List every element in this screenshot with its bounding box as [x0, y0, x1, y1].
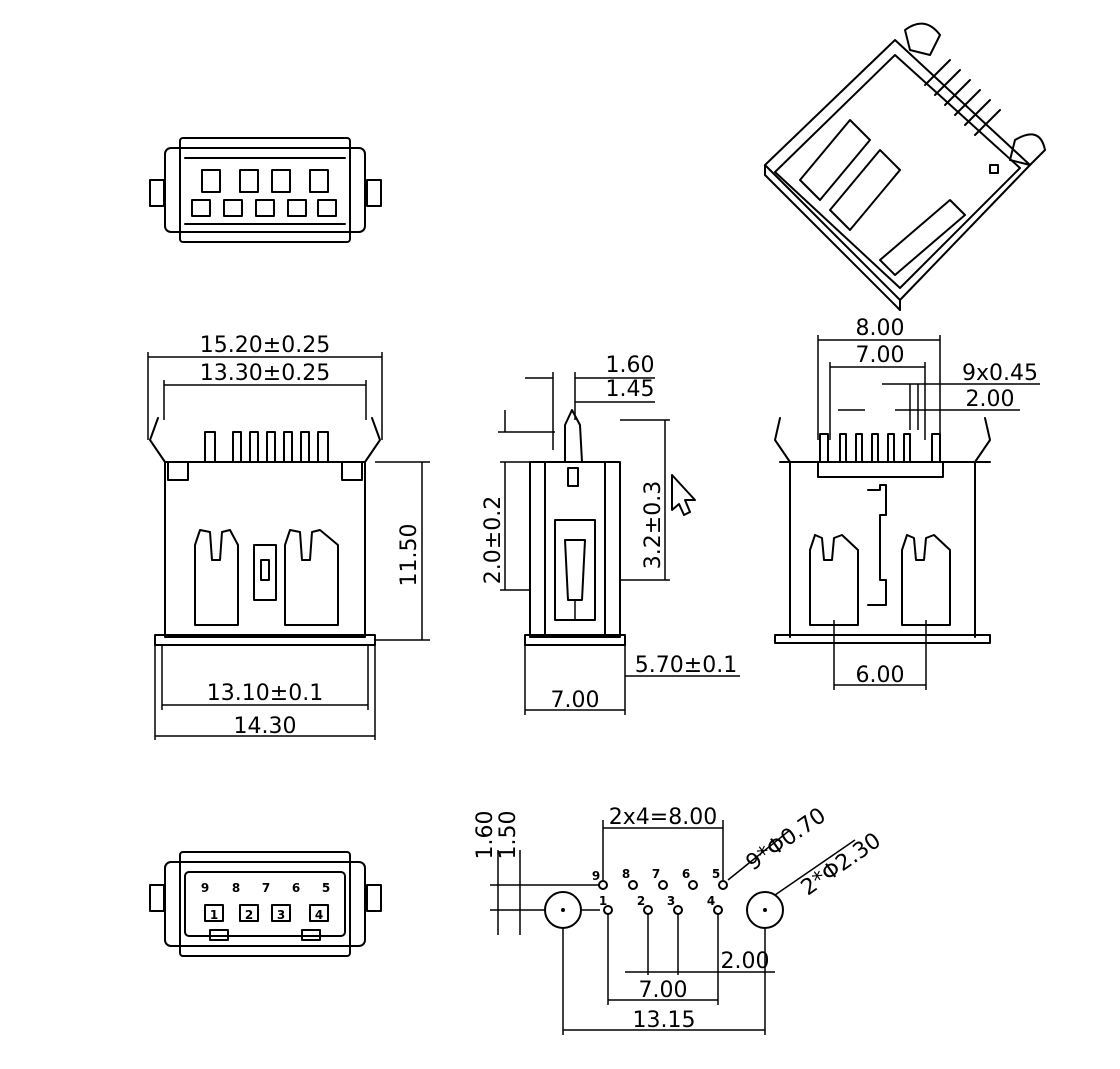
dim-pin-span: 13.30±0.25	[200, 361, 330, 386]
dim-mount-span: 13.15	[633, 1008, 696, 1033]
pin-label-8: 8	[232, 881, 240, 895]
dim-offset: 2.0±0.2	[481, 496, 506, 584]
pin-label-9: 9	[201, 881, 209, 895]
side-view-right: 8.00 7.00 9x0.45 2.00	[774, 316, 1040, 690]
front-view-bottom: 9 8 7 6 5 1 2 3 4	[149, 851, 382, 957]
dim-base-outer: 14.30	[234, 714, 297, 739]
dim-row-offset-b: 1.50	[496, 811, 521, 860]
dim-overall-width: 15.20±0.25	[200, 333, 330, 358]
dim-inner-pitch: 7.00	[856, 343, 905, 368]
fp-pin-3: 3	[667, 894, 675, 908]
dim-tip-inner: 1.45	[606, 377, 655, 402]
pin-label-7: 7	[262, 881, 270, 895]
dim-base-inner: 13.10±0.1	[207, 681, 323, 706]
pin-label-4: 4	[315, 908, 323, 922]
fp-pin-9: 9	[592, 869, 600, 883]
dim-row-offset-a: 1.60	[473, 811, 498, 860]
fp-pin-4: 4	[707, 894, 715, 908]
dim-base-width: 7.00	[551, 688, 600, 713]
pin-label-2: 2	[245, 908, 253, 922]
dim-mount-holes: 2*Φ2.30	[797, 828, 886, 901]
fp-pin-5: 5	[712, 867, 720, 881]
dim-pin-pitch-total: 2x4=8.00	[609, 805, 717, 830]
dim-outer-pitch: 8.00	[856, 316, 905, 341]
dim-height: 11.50	[397, 524, 422, 587]
dim-pin-dia: 9x0.45	[962, 361, 1038, 386]
dim-leg-height: 3.2±0.3	[641, 481, 666, 569]
side-view-left: 15.20±0.25 13.30±0.25 11.50 13.10±0.1	[147, 333, 430, 740]
pin-label-1: 1	[210, 908, 218, 922]
dim-leg-spacing: 6.00	[856, 663, 905, 688]
pin-label-3: 3	[277, 908, 285, 922]
fp-pin-8: 8	[622, 867, 630, 881]
isometric-view	[764, 22, 1046, 311]
cursor-icon	[671, 474, 696, 516]
side-view-middle: 1.60 1.45 2.0±0.2 3.2±0.3 5.70±0.1	[481, 353, 740, 715]
pcb-footprint: 1.60 1.50 2x4=8.00 9*Φ0.70 2*Φ2.30 9 8 7…	[473, 803, 886, 1035]
pin-label-6: 6	[292, 881, 300, 895]
dim-fp-pitch: 2.00	[721, 949, 770, 974]
fp-pin-2: 2	[637, 894, 645, 908]
fp-pin-6: 6	[682, 867, 690, 881]
dim-fp-inner-span: 7.00	[639, 978, 688, 1003]
dim-tip-width: 1.60	[606, 353, 655, 378]
front-view-top	[149, 137, 382, 243]
dim-pitch: 2.00	[966, 387, 1015, 412]
fp-pin-1: 1	[599, 894, 607, 908]
dim-base-height: 5.70±0.1	[635, 653, 737, 678]
pin-label-5: 5	[322, 881, 330, 895]
fp-pin-7: 7	[652, 867, 660, 881]
